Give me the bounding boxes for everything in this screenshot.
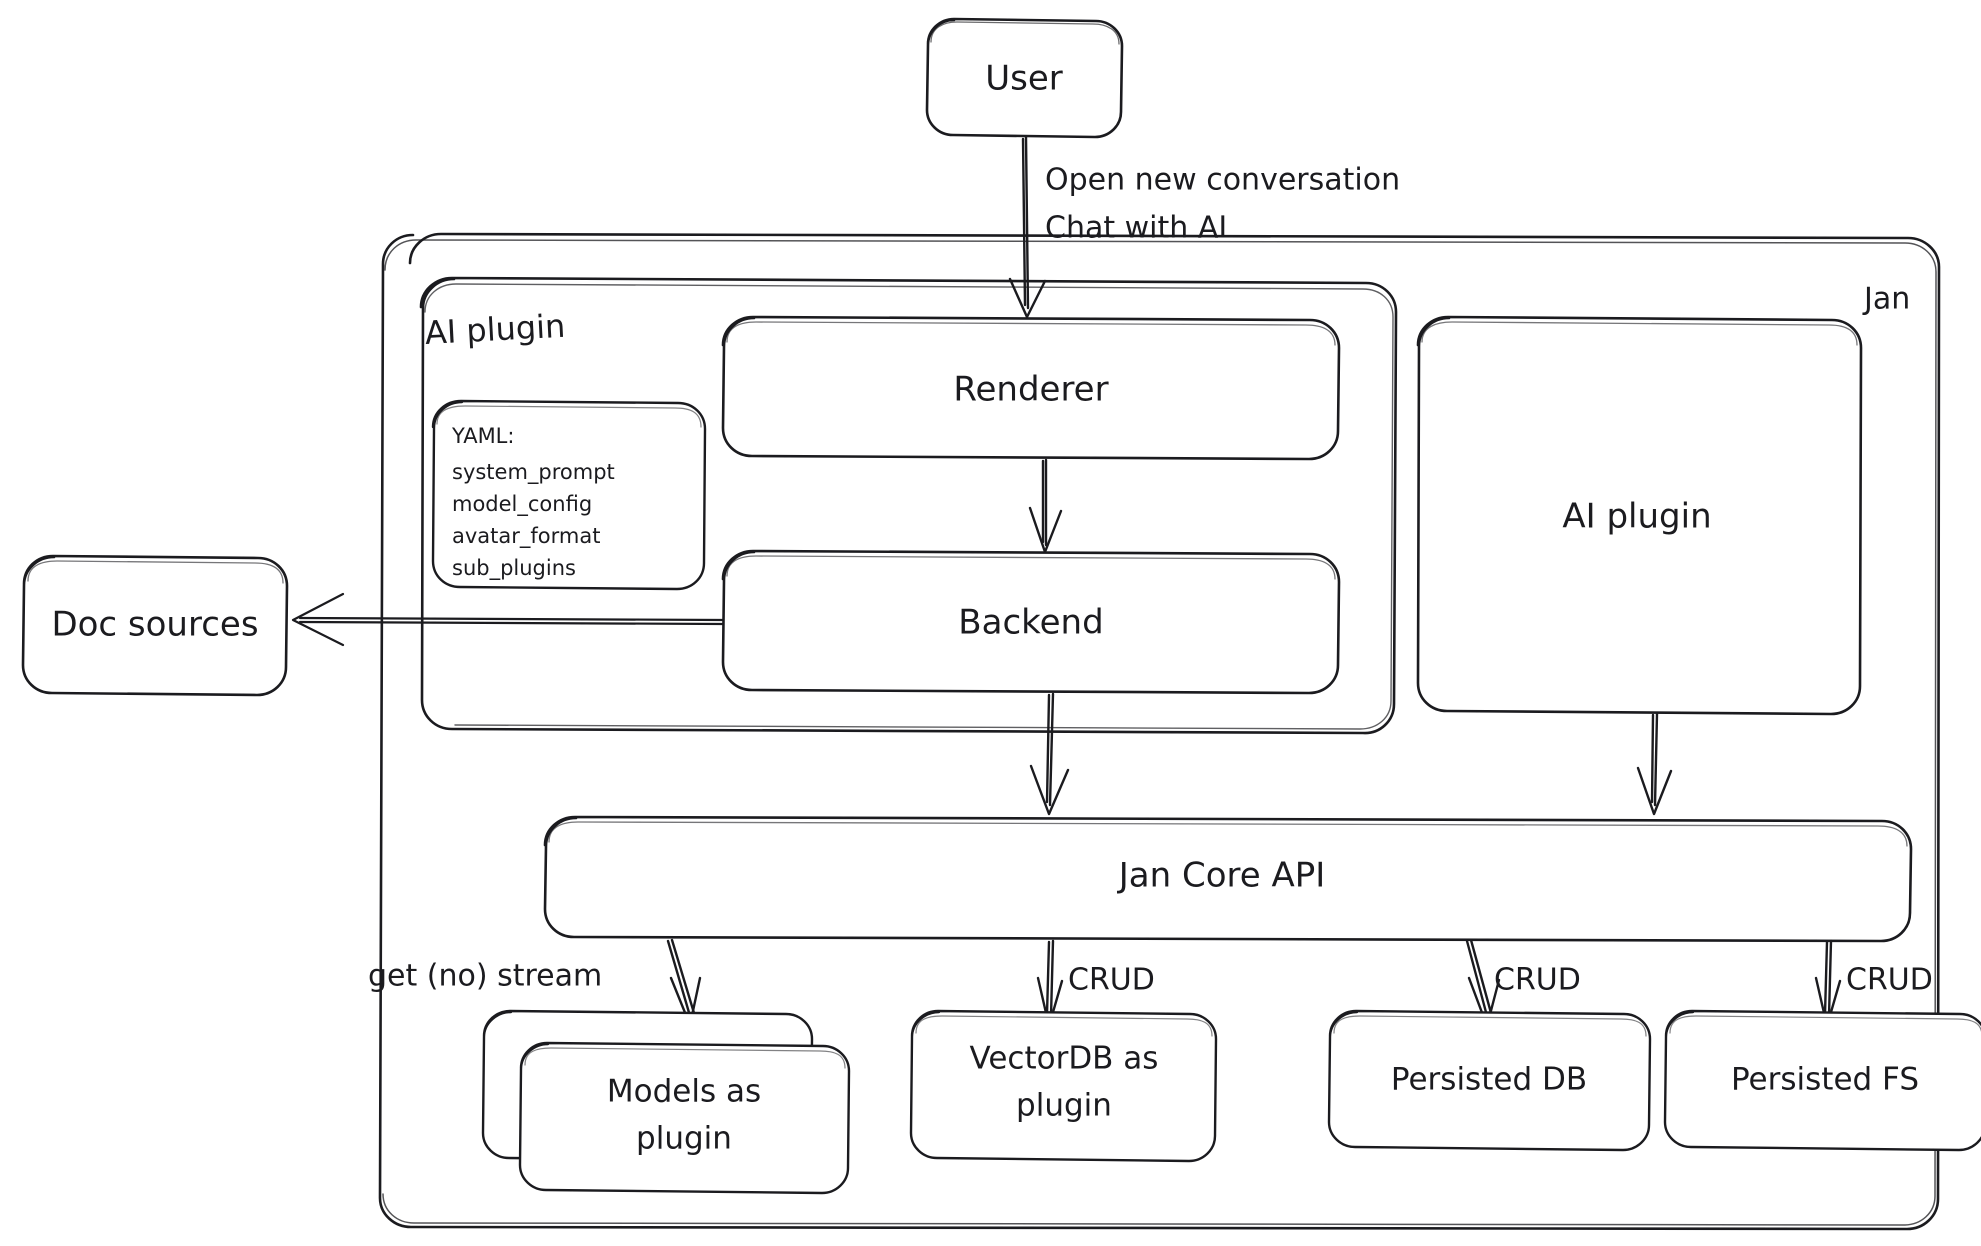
yaml-line-3: avatar_format [452,524,600,549]
node-backend-label: Backend [958,603,1103,643]
container-jan-label: Jan [1862,282,1910,317]
yaml-config-box[interactable]: YAML: system_prompt model_config avatar_… [431,399,707,591]
node-backend[interactable]: Backend [721,549,1341,695]
edge-core-to-vectordb: CRUD [1036,939,1155,1028]
yaml-line-0: YAML: [451,424,514,448]
edge-core-to-persisted-db: CRUD [1465,938,1581,1028]
edge-user-to-renderer-label-line1: Open new conversation [1045,163,1400,198]
node-models-as-plugin-label-line2: plugin [636,1121,732,1157]
edge-core-to-models-label: get (no) stream [368,959,602,994]
node-doc-sources[interactable]: Doc sources [21,554,289,697]
node-ai-plugin-label: AI plugin [1562,497,1711,537]
node-vectordb-as-plugin[interactable]: VectorDB as plugin [909,1009,1218,1163]
yaml-line-1: system_prompt [452,460,615,485]
node-vectordb-as-plugin-label-line2: plugin [1016,1088,1112,1124]
edge-backend-to-doc-sources [291,592,725,647]
node-vectordb-as-plugin-label-line1: VectorDB as [970,1041,1159,1077]
node-persisted-db-label: Persisted DB [1391,1062,1587,1098]
edge-core-to-vectordb-label: CRUD [1068,963,1155,998]
node-persisted-fs[interactable]: Persisted FS [1663,1009,1981,1152]
node-jan-core-api-label: Jan Core API [1117,856,1326,896]
yaml-line-2: model_config [452,492,592,517]
node-user-label: User [985,59,1063,99]
edge-core-to-persisted-fs: CRUD [1814,939,1933,1028]
edge-user-to-renderer-label-line2: Chat with AI [1045,211,1227,246]
edge-core-to-models: get (no) stream [368,938,702,1027]
edge-backend-to-jan-core-api [1029,692,1070,816]
yaml-line-4: sub_plugins [452,556,576,581]
node-jan-core-api[interactable]: Jan Core API [543,815,1913,943]
node-renderer[interactable]: Renderer [721,315,1341,461]
container-ai-plugin-group-label: AI plugin [424,307,566,352]
edge-core-to-persisted-fs-label: CRUD [1846,963,1933,998]
edge-ai-plugin-to-jan-core-api [1636,712,1673,816]
node-models-as-plugin[interactable]: Models as plugin [481,1009,851,1195]
node-persisted-fs-label: Persisted FS [1731,1062,1919,1098]
node-renderer-label: Renderer [953,370,1108,410]
node-persisted-db[interactable]: Persisted DB [1327,1009,1652,1152]
node-models-as-plugin-label-line1: Models as [607,1074,761,1110]
node-doc-sources-label: Doc sources [51,605,258,645]
edge-core-to-persisted-db-label: CRUD [1494,963,1581,998]
edge-user-to-renderer: Open new conversation Chat with AI [1008,135,1400,319]
node-ai-plugin[interactable]: AI plugin [1416,315,1863,716]
node-user[interactable]: User [925,17,1124,139]
